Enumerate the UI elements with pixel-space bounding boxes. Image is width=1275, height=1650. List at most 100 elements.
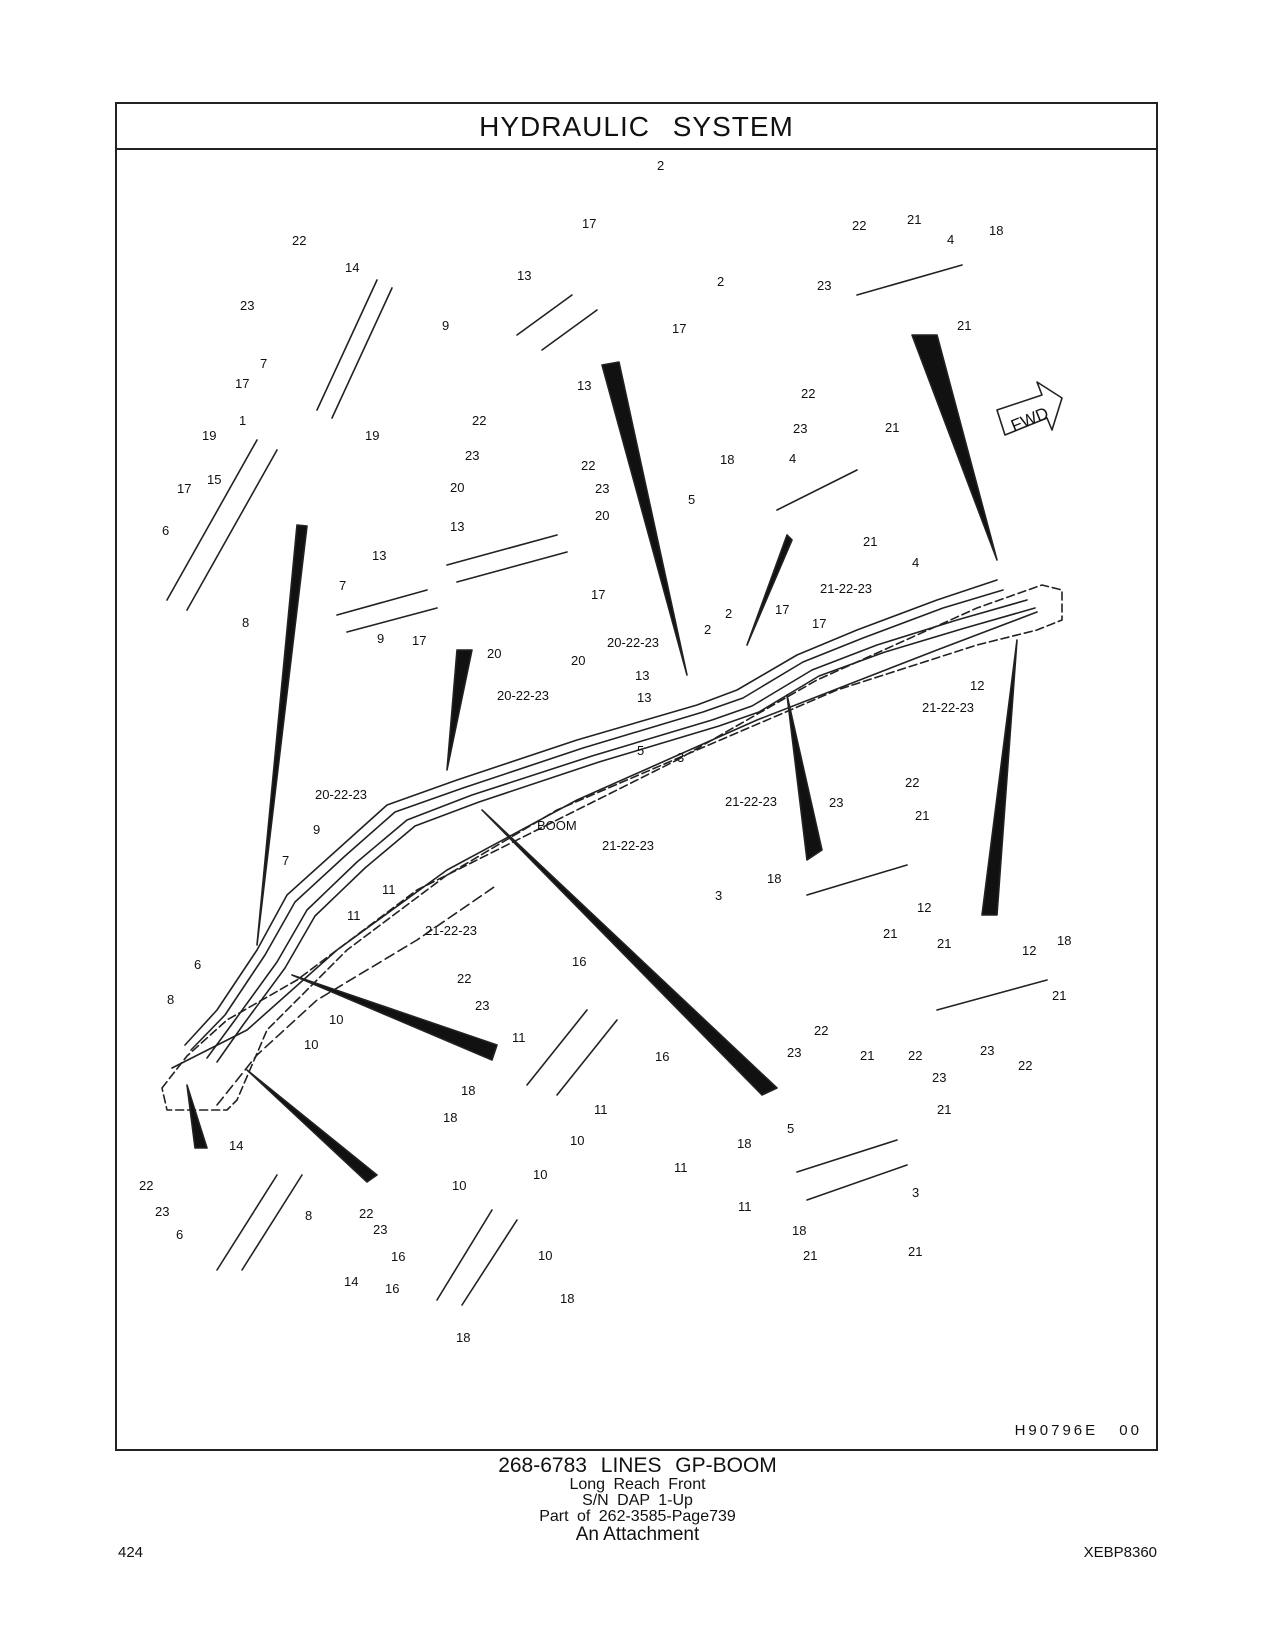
- part-callout: 17: [812, 616, 826, 631]
- part-callout: 9: [377, 631, 384, 646]
- pointer-wedge: [446, 649, 473, 771]
- pointer-wedge: [981, 639, 1018, 916]
- part-callout: 11: [674, 1160, 688, 1175]
- part-callout: 23: [595, 481, 609, 496]
- tube-part: [436, 1209, 518, 1306]
- part-callout: 2: [725, 606, 732, 621]
- part-callout: 23: [793, 421, 807, 436]
- part-callout: 11: [382, 882, 396, 897]
- part-callout: 13: [635, 668, 649, 683]
- part-callout: 17: [591, 587, 605, 602]
- part-callout: 2: [717, 274, 724, 289]
- part-callout: 16: [655, 1049, 669, 1064]
- part-callout: 20-22-23: [607, 635, 659, 650]
- part-callout: 21: [885, 420, 899, 435]
- caption-line-3: S/N DAP 1-Up: [582, 1492, 693, 1509]
- part-callout: 17: [177, 481, 191, 496]
- part-callout: 22: [457, 971, 471, 986]
- tube-part: [316, 279, 393, 419]
- part-callout: 14: [344, 1274, 358, 1289]
- boom-upper-edge: [171, 611, 1038, 1069]
- part-callout: 21: [907, 212, 921, 227]
- tube-part: [336, 589, 438, 633]
- tube-part: [166, 439, 278, 611]
- part-callout: 12: [1022, 943, 1036, 958]
- part-callout: 21: [803, 1248, 817, 1263]
- part-callout: 11: [512, 1030, 526, 1045]
- part-callout: 23: [465, 448, 479, 463]
- caption-line-4: Part of 262-3585-Page739: [539, 1508, 736, 1525]
- part-callout: 7: [282, 853, 289, 868]
- part-callout: 14: [229, 1138, 243, 1153]
- part-callout: 22: [581, 458, 595, 473]
- part-callout: 17: [412, 633, 426, 648]
- part-callout: 18: [1057, 933, 1071, 948]
- part-callout: 6: [162, 523, 169, 538]
- document-id: XEBP8360: [1083, 1544, 1157, 1561]
- part-callout: 3: [912, 1185, 919, 1200]
- part-callout: 18: [737, 1136, 751, 1151]
- part-callout: 18: [767, 871, 781, 886]
- tube-part: [806, 864, 908, 896]
- part-callout: 12: [970, 678, 984, 693]
- part-callout: 18: [792, 1223, 806, 1238]
- part-callout: 23: [155, 1204, 169, 1219]
- part-callout: 23: [829, 795, 843, 810]
- part-callout: 10: [538, 1248, 552, 1263]
- part-callout: 20: [595, 508, 609, 523]
- part-callout: 21-22-23: [820, 581, 872, 596]
- pointer-wedge: [246, 1069, 378, 1183]
- part-callout: 11: [347, 908, 361, 923]
- part-callout: 22: [1018, 1058, 1032, 1073]
- part-callout: 22: [905, 775, 919, 790]
- part-callout: 21: [915, 808, 929, 823]
- part-callout: 23: [980, 1043, 994, 1058]
- part-callout: 23: [240, 298, 254, 313]
- part-callout: 17: [235, 376, 249, 391]
- tube-part: [446, 534, 568, 583]
- part-callout: 22: [814, 1023, 828, 1038]
- part-callout: 21: [1052, 988, 1066, 1003]
- part-callout: 5: [688, 492, 695, 507]
- part-callout: 21-22-23: [922, 700, 974, 715]
- pointer-wedge: [786, 694, 823, 861]
- boom-label: BOOM: [537, 818, 577, 833]
- tube-part: [936, 979, 1048, 1011]
- caption-title: 268-6783 LINES GP-BOOM: [498, 1454, 777, 1477]
- part-callout: 13: [372, 548, 386, 563]
- part-callout: 10: [304, 1037, 318, 1052]
- part-callout: 6: [194, 957, 201, 972]
- pointer-wedge: [256, 524, 308, 946]
- part-callout: 8: [305, 1208, 312, 1223]
- part-callout: 21: [908, 1244, 922, 1259]
- part-callout: 5: [637, 743, 644, 758]
- line-bundle-d: [216, 607, 1036, 1063]
- line-bundle-c: [206, 599, 1028, 1059]
- part-callout: 22: [292, 233, 306, 248]
- part-callout: 20: [450, 480, 464, 495]
- pointer-wedge: [746, 534, 793, 646]
- part-callout: 22: [359, 1206, 373, 1221]
- line-bundle-a: [184, 579, 998, 1046]
- part-callout: 6: [176, 1227, 183, 1242]
- fwd-arrow: [996, 381, 1063, 436]
- part-callout: 7: [260, 356, 267, 371]
- part-callout: 13: [637, 690, 651, 705]
- part-callout: 4: [789, 451, 796, 466]
- part-callout: 21: [863, 534, 877, 549]
- diagram-frame: HYDRAULIC SYSTEM: [115, 102, 1158, 1451]
- part-callout: 16: [385, 1281, 399, 1296]
- part-callout: 21: [957, 318, 971, 333]
- part-callout: 13: [577, 378, 591, 393]
- part-callout: 17: [672, 321, 686, 336]
- part-callout: 18: [720, 452, 734, 467]
- part-callout: 2: [657, 158, 664, 173]
- part-callout: 5: [787, 1121, 794, 1136]
- part-callout: 21: [860, 1048, 874, 1063]
- part-callout: 10: [570, 1133, 584, 1148]
- part-callout: 18: [989, 223, 1003, 238]
- part-callout: 9: [313, 822, 320, 837]
- tube-part: [776, 469, 858, 511]
- part-callout: 8: [167, 992, 174, 1007]
